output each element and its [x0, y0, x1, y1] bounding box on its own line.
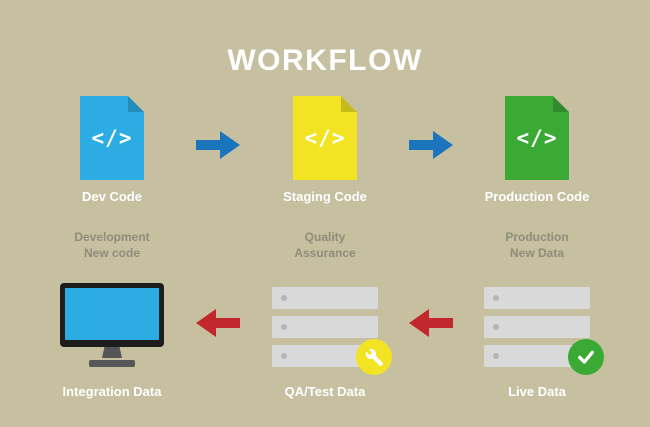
phase-note-line: New code: [83, 246, 140, 260]
monitor-screen: [65, 288, 159, 340]
flow-arrow-left-icon: [196, 309, 240, 337]
monitor-stand: [102, 347, 122, 358]
phase-note-line: Quality: [304, 230, 346, 244]
server-row: [272, 316, 378, 338]
phase-note: Production New Data: [437, 229, 637, 261]
stage-integration-data: [12, 283, 212, 371]
server-row: [272, 287, 378, 309]
imac-monitor-icon: [60, 283, 164, 367]
server-row: [484, 287, 590, 309]
server-row: [484, 345, 590, 367]
stage-label: Dev Code: [82, 189, 142, 204]
monitor-frame: [60, 283, 164, 347]
monitor-base: [89, 360, 135, 367]
code-file-blue-icon: </>: [80, 96, 144, 180]
phase-note: Quality Assurance: [225, 229, 425, 261]
page-fold-corner: [341, 96, 357, 112]
code-glyph: </>: [304, 126, 346, 150]
code-file-yellow-icon: </>: [293, 96, 357, 180]
flow-arrow-left-icon: [409, 309, 453, 337]
stage-label: Production Code: [484, 189, 590, 204]
stage-production-code: </>: [437, 96, 637, 180]
code-file-green-icon: </>: [505, 96, 569, 180]
stage-staging-code: </>: [225, 96, 425, 180]
server-stack-icon: [484, 287, 604, 375]
flow-arrow-right-icon: [196, 131, 240, 159]
check-badge-icon: [568, 339, 604, 375]
server-row: [272, 345, 378, 367]
stage-label: QA/Test Data: [284, 384, 366, 399]
wrench-badge-icon: [356, 339, 392, 375]
stage-live-data: [437, 283, 637, 375]
server-stack-icon: [272, 287, 392, 375]
stage-label: Staging Code: [283, 189, 367, 204]
stage-label: Live Data: [508, 384, 566, 399]
flow-arrow-right-icon: [409, 131, 453, 159]
server-row: [484, 316, 590, 338]
stage-qa-test-data: [225, 283, 425, 375]
page-fold-corner: [553, 96, 569, 112]
page-title: WORKFLOW: [227, 44, 423, 77]
page-fold-corner: [128, 96, 144, 112]
phase-note-line: Production: [505, 230, 569, 244]
phase-note: Development New code: [12, 229, 212, 261]
phase-note-line: Assurance: [294, 246, 356, 260]
stage-label: Integration Data: [62, 384, 162, 399]
code-glyph: </>: [516, 126, 558, 150]
stage-dev-code: </>: [12, 96, 212, 180]
phase-note-line: New Data: [509, 246, 565, 260]
code-glyph: </>: [91, 126, 133, 150]
phase-note-line: Development: [74, 230, 150, 244]
